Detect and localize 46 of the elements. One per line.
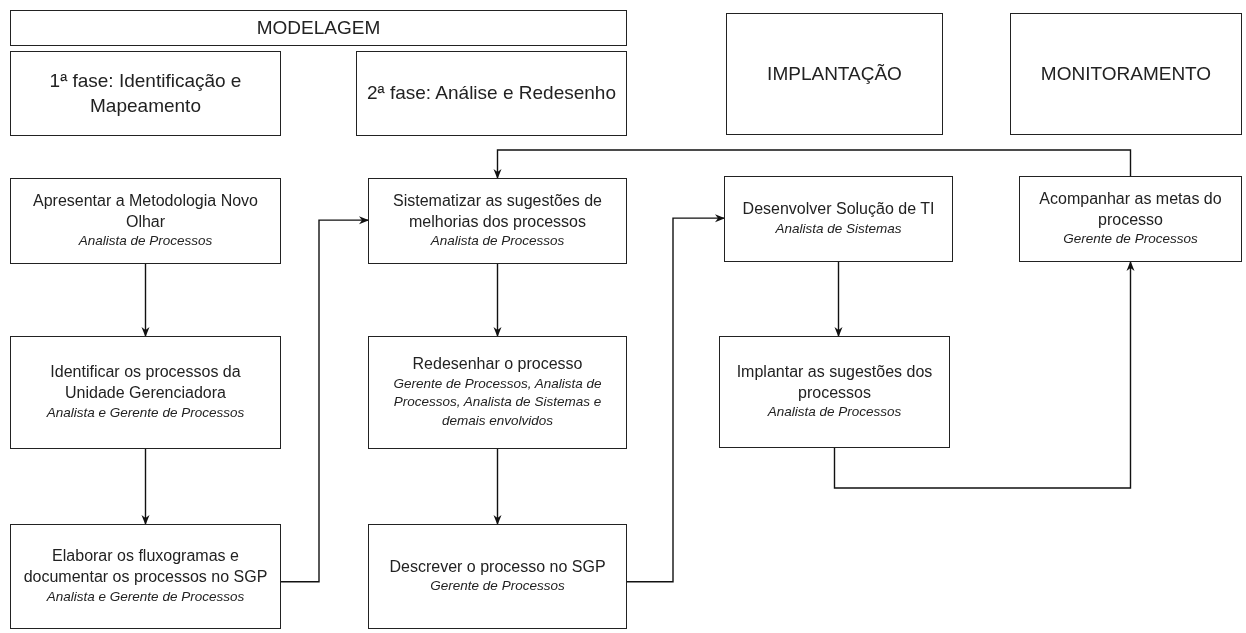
responsible-role: Analista e Gerente de Processos bbox=[46, 587, 245, 606]
arrow bbox=[834, 261, 843, 337]
step-title: Descrever o processo no SGP bbox=[389, 556, 606, 577]
responsible-role: Analista de Processos bbox=[767, 403, 902, 422]
phase-box bbox=[1010, 13, 1242, 135]
arrow bbox=[141, 263, 150, 337]
step-title: Elaborar os fluxogramas e documentar os processos no SGP bbox=[22, 546, 269, 588]
phase-box bbox=[10, 51, 281, 136]
step-title: Redesenhar o processo bbox=[412, 353, 583, 374]
process-box bbox=[10, 524, 281, 629]
step-title: Acompanhar as metas do processo bbox=[1038, 188, 1223, 230]
responsible-role: Gerente de Processos, Analista de Processos, Analista de Sistemas e demais envolvidos bbox=[392, 374, 603, 431]
process-box bbox=[368, 524, 627, 629]
phase-box bbox=[726, 13, 943, 135]
step-title: Sistematizar as sugestões de melhorias dos processos bbox=[392, 190, 603, 232]
step-title: 2ª fase: Análise e Redesenho bbox=[367, 81, 616, 106]
arrow bbox=[833, 261, 1135, 489]
responsible-role: Analista de Processos bbox=[78, 232, 213, 251]
process-box bbox=[368, 336, 627, 449]
responsible-role: Analista de Processos bbox=[430, 232, 565, 251]
step-title: Desenvolver Solução de TI bbox=[742, 199, 935, 220]
process-box bbox=[724, 176, 953, 262]
responsible-role: Gerente de Processos bbox=[430, 577, 565, 596]
responsible-role: Analista de Sistemas bbox=[775, 219, 902, 238]
arrow bbox=[280, 216, 369, 583]
arrow bbox=[493, 263, 502, 337]
phase-box bbox=[356, 51, 627, 136]
step-title: 1ª fase: Identificação e Mapeamento bbox=[48, 68, 243, 118]
step-title: Identificar os processos da Unidade Gerenciadora bbox=[49, 362, 242, 404]
process-box bbox=[719, 336, 950, 448]
step-title: Apresentar a Metodologia Novo Olhar bbox=[32, 190, 259, 232]
responsible-role: Analista e Gerente de Processos bbox=[46, 403, 245, 422]
arrow bbox=[493, 149, 1132, 179]
step-title: MONITORAMENTO bbox=[1040, 61, 1212, 86]
step-title: Implantar as sugestões dos processos bbox=[735, 361, 934, 403]
step-title: MODELAGEM bbox=[256, 15, 381, 40]
process-box bbox=[1019, 176, 1242, 262]
stage-header-box bbox=[10, 10, 627, 46]
step-title: IMPLANTAÇÃO bbox=[767, 61, 902, 86]
arrow bbox=[493, 448, 502, 525]
process-box bbox=[10, 178, 281, 264]
process-box bbox=[10, 336, 281, 449]
process-box bbox=[368, 178, 627, 264]
responsible-role: Gerente de Processos bbox=[1063, 230, 1198, 249]
arrow bbox=[141, 448, 150, 525]
arrow bbox=[626, 214, 725, 583]
